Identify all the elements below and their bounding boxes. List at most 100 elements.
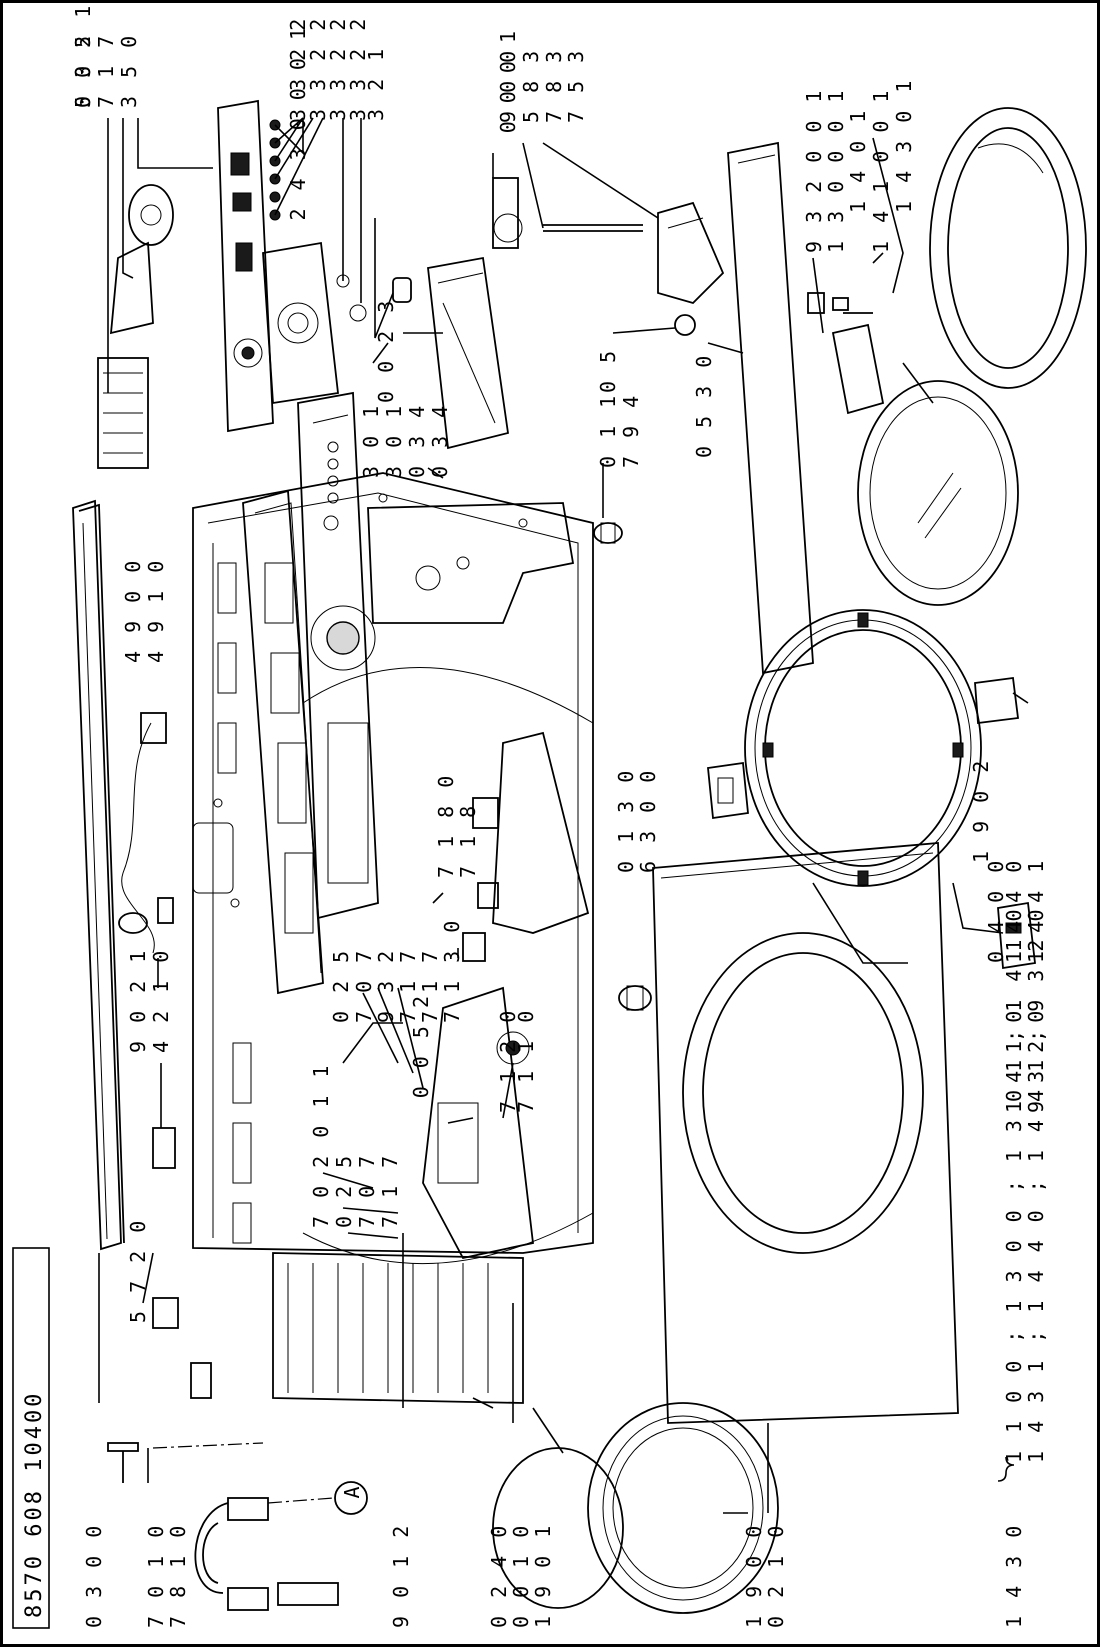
- door-bellows: [587, 1402, 779, 1614]
- label-491: 4 9 1 0: [144, 558, 168, 663]
- callout-letter: A: [340, 1483, 364, 1498]
- label-332-a: 3 3 2 2 2 2 1: [286, 3, 310, 121]
- worktop-panel: [72, 499, 125, 1251]
- label-143-a: 1 4 3 0: [1002, 1523, 1026, 1628]
- label-190-c: 1 9 0 0: [742, 1523, 766, 1628]
- label-011: 0 1 1: [596, 393, 620, 468]
- main-control-board: [217, 99, 274, 433]
- label-035: 0 3 5 1: [71, 3, 95, 108]
- door-catch: [974, 676, 1020, 725]
- anti-vibration-bolt: [107, 1442, 139, 1483]
- tub-top-bracket: [367, 502, 575, 624]
- label-025-a: 0 2 5: [329, 948, 353, 1023]
- leader-lines: [98, 117, 1029, 1514]
- label-024: 0 2 4 0: [487, 1523, 511, 1628]
- valve-seal-ring: [674, 314, 696, 336]
- label-711: 7 1 1 0: [514, 1008, 538, 1113]
- label-712: 7 1 2 0: [496, 1008, 520, 1113]
- label-707-b: 7 0 7: [355, 1153, 379, 1228]
- label-130-r: 1 3 0 0 0 1: [824, 88, 848, 253]
- label-783: 7 8 3: [542, 48, 566, 123]
- program-selector-switch: [128, 184, 174, 246]
- drain-pump-cap: [618, 985, 652, 1011]
- label-013: 0 1 3 0: [614, 768, 638, 873]
- detergent-drawer: [427, 256, 510, 450]
- label-717-a: 7 1 7: [396, 948, 420, 1023]
- pump-motor: [422, 986, 534, 1260]
- label-332-c: 3 3 2 2 2 2 1: [326, 3, 350, 121]
- outer-door-ring: [929, 107, 1087, 389]
- assembly-axis-1: [152, 1442, 264, 1449]
- label-301-b: 3 0 1: [382, 403, 406, 478]
- label-753: 7 5 3: [564, 48, 588, 123]
- label-025-b: 0 2 5: [332, 1153, 356, 1228]
- label-490: 4 9 0 0: [121, 558, 145, 663]
- label-718-a: 7 1 8 0: [434, 773, 458, 878]
- label-332-b: 3 3 2 2 2 2 1: [306, 3, 330, 121]
- label-718-b: 7 1 8: [456, 803, 480, 878]
- label-0023: 0 0 2 3: [374, 298, 398, 403]
- label-000: 0 0 0 1: [496, 28, 520, 133]
- label-144-b: 1 4 4 1: [1024, 858, 1048, 963]
- exploded-view-diagram: 8570 608 10400: [12, 3, 1087, 1629]
- label-141-b: 1 4 1 0: [1002, 1008, 1026, 1113]
- label-900: 9 0 0: [496, 48, 520, 123]
- label-021: 0 2 1 0: [764, 1523, 788, 1628]
- cabinet-body: [192, 472, 594, 1404]
- selector-knobs: [269, 119, 412, 322]
- label-005: 0 0 5 2: [409, 993, 433, 1098]
- label-717: 7 1 7: [94, 33, 118, 108]
- door-hinge: [997, 901, 1036, 970]
- label-717-c: 7 1 7: [378, 1153, 402, 1228]
- label-034-a: 0 3 4: [405, 403, 429, 478]
- base-ribs: [287, 1263, 489, 1393]
- program-knob-bezel: [262, 241, 339, 405]
- label-932-b: 9 3 2 0: [1024, 1008, 1048, 1113]
- label-902: 9 0 2 1: [126, 948, 150, 1053]
- label-190-b: 1 9 0 1: [531, 1523, 555, 1628]
- label-717-b: 7 1 7: [418, 948, 442, 1023]
- rear-cross-bar: [727, 141, 814, 675]
- door-handle: [807, 292, 885, 415]
- water-inlet-valve: [152, 1297, 212, 1399]
- label-053: 0 5 3 0: [692, 353, 716, 458]
- label-141-r: 1 4 1 0 0 1: [869, 88, 893, 253]
- bracket-brace: [997, 1456, 1015, 1482]
- label-144-a: 1 4 4 0: [1002, 858, 1026, 963]
- label-05: 0 5: [596, 348, 620, 393]
- label-190-a: 1 9 0 2: [969, 758, 993, 863]
- label-040: 0 4 0 0: [984, 858, 1008, 963]
- door-glass: [857, 380, 1019, 606]
- label-332-d: 3 3 2 2 2 2 1: [346, 3, 370, 121]
- label-034-b: 0 3 4: [428, 403, 452, 478]
- label-350: 3 5 0: [117, 33, 141, 108]
- document-code: 8570 608 10400: [22, 1391, 47, 1618]
- callout-a: A: [334, 1481, 368, 1515]
- label-502: 5 0 2: [71, 33, 95, 108]
- label-030: 0 3 0 0: [82, 1523, 106, 1628]
- label-932-r: 9 3 2 0 0 1: [802, 88, 826, 253]
- part-labels: 0 3 5 1 5 0 2 7 1 7 3 5 0 3 3 2 2 2 2 1 …: [71, 3, 1048, 1628]
- document-code-box: 8570 608 10400: [12, 1247, 50, 1629]
- label-243000: 2 4 3 0 0 0 1: [286, 25, 310, 221]
- assembly-axis-2: [267, 1497, 334, 1504]
- label-301-a: 3 0 1: [359, 403, 383, 478]
- label-572: 5 7 2 0: [126, 1218, 150, 1323]
- label-932-m: 9 3 2: [374, 948, 398, 1023]
- wiring-harness: [118, 712, 174, 954]
- door-lock: [707, 761, 749, 820]
- label-583: 5 8 3: [519, 48, 543, 123]
- label-701: 7 0 1 0: [144, 1523, 168, 1628]
- label-630: 6 3 0 0: [636, 768, 660, 873]
- label-713: 7 1 3 0: [440, 918, 464, 1023]
- control-panel-frame: [242, 489, 324, 995]
- label-794: 7 9 4: [619, 393, 643, 468]
- label-781: 7 8 1 0: [166, 1523, 190, 1628]
- control-panel-fascia: [297, 391, 379, 920]
- shock-absorber-mount: [593, 522, 623, 544]
- label-702: 7 0 2 0 1 1: [309, 1063, 333, 1228]
- label-001: 0 0 1 0: [509, 1523, 533, 1628]
- front-panel: [652, 842, 959, 1424]
- pressure-hose: [543, 224, 643, 232]
